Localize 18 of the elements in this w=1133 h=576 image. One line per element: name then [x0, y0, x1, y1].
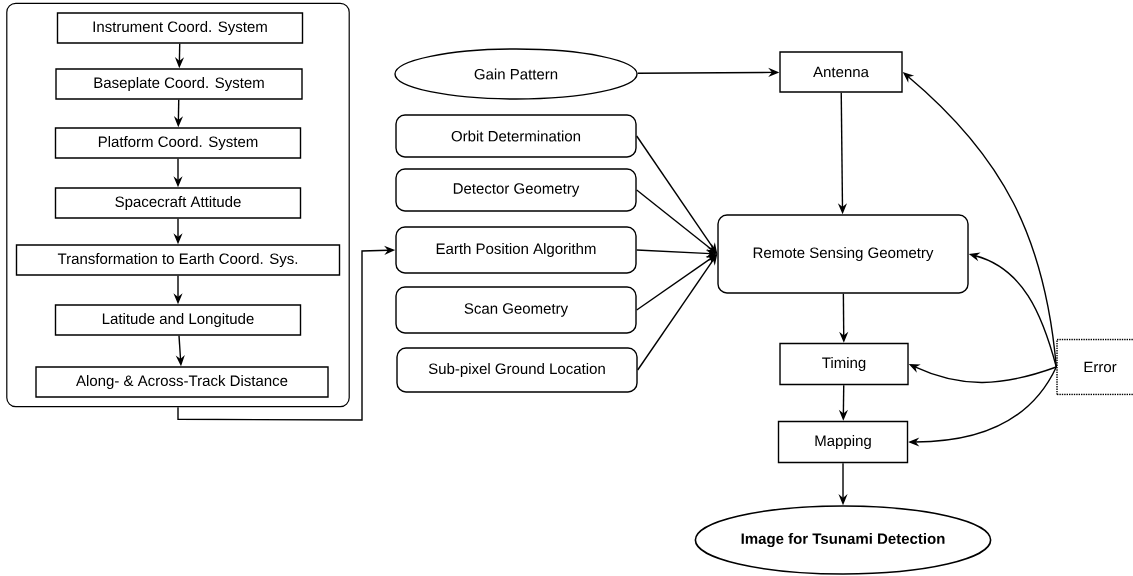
error-box: Error — [1056, 338, 1133, 396]
input-box: Detector Geometry — [395, 168, 637, 212]
process-box: Latitude and Longitude — [54, 304, 302, 336]
input-box: Scan Geometry — [395, 286, 637, 334]
process-box: Platform Coord. System — [54, 127, 302, 159]
process-box: Antenna — [779, 51, 903, 93]
process-box: Transformation to Earth Coord. Sys. — [15, 244, 341, 276]
process-box: Timing — [779, 342, 909, 386]
group-box — [6, 2, 350, 408]
process-box: Along- & Across-Track Distance — [35, 366, 329, 398]
process-box: Instrument Coord. System — [56, 12, 304, 44]
process-box: Spacecraft Attitude — [54, 187, 302, 219]
input-box: Sub-pixel Ground Location — [396, 347, 638, 393]
input-box: Remote Sensing Geometry — [717, 214, 969, 294]
input-box: Earth Position Algorithm — [395, 226, 637, 274]
process-box: Baseplate Coord. System — [55, 68, 303, 100]
process-box: Mapping — [777, 420, 909, 464]
input-box: Orbit Determination — [395, 114, 637, 158]
